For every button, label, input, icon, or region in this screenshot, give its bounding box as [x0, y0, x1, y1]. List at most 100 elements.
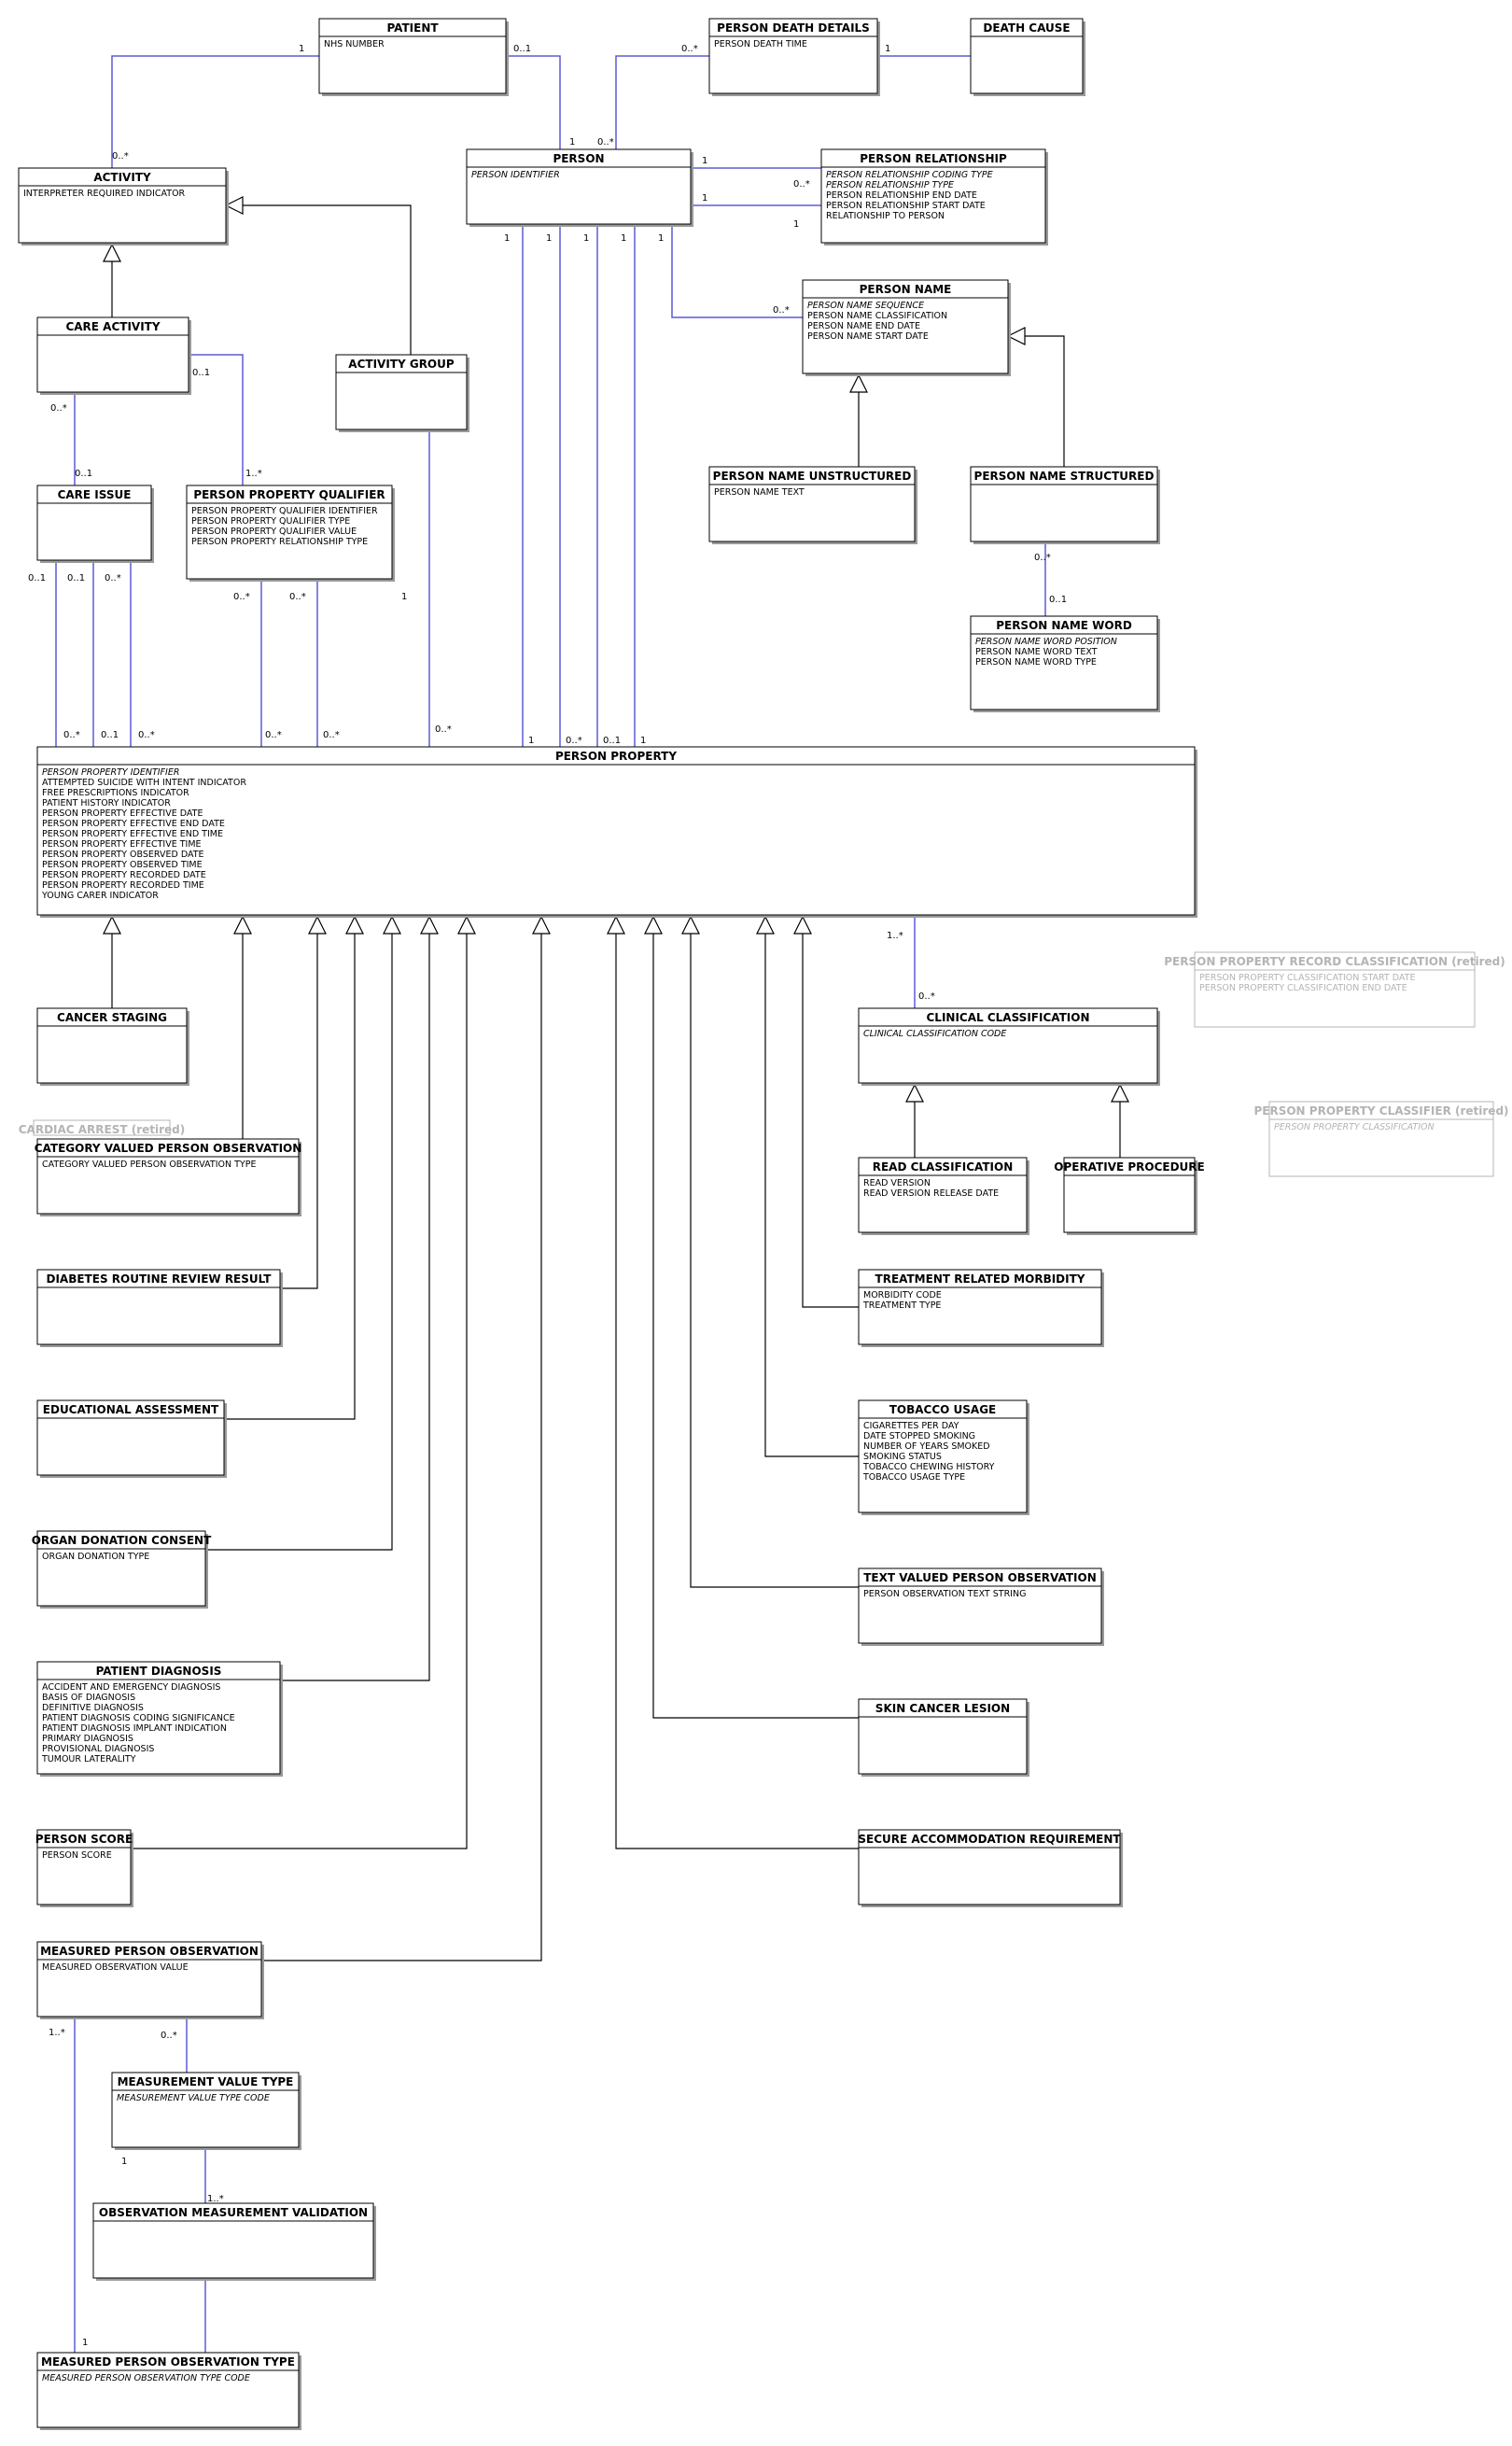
entity-pp-record-classification[interactable]: PERSON PROPERTY RECORD CLASSIFICATION (r… [1164, 951, 1505, 1028]
entity-box [708, 18, 878, 94]
entity-measured-person-observation-type[interactable]: MEASURED PERSON OBSERVATION TYPEMEASURED… [36, 2352, 301, 2430]
entity-secure-accommodation-requirement[interactable]: SECURE ACCOMMODATION REQUIREMENT [858, 1829, 1123, 1907]
multiplicity-label: 0..1 [75, 469, 92, 479]
entity-box [858, 1567, 1102, 1644]
entity-attribute: NHS NUMBER [324, 39, 385, 49]
entity-title: PERSON NAME UNSTRUCTURED [713, 470, 912, 483]
entity-death-cause[interactable]: DEATH CAUSE [970, 18, 1085, 96]
multiplicity-label: 1 [621, 233, 626, 244]
entity-title: CANCER STAGING [57, 1011, 167, 1024]
entity-attribute: TUMOUR LATERALITY [41, 1754, 136, 1764]
entity-box [36, 316, 189, 393]
entity-category-valued-person-observation[interactable]: CATEGORY VALUED PERSON OBSERVATIONCATEGO… [35, 1138, 302, 1216]
entity-title: PATIENT [386, 21, 439, 35]
multiplicity-label: 0..1 [603, 736, 621, 746]
multiplicity-label: 1 [546, 233, 552, 244]
entity-organ-donation-consent[interactable]: ORGAN DONATION CONSENT ORGAN DONATION TYP… [32, 1530, 212, 1609]
entity-educational-assessment[interactable]: EDUCATIONAL ASSESSMENT [36, 1399, 227, 1478]
entity-operative-procedure[interactable]: OPERATIVE PROCEDURE [1054, 1157, 1205, 1235]
entity-attribute: PERSON RELATIONSHIP END DATE [826, 190, 977, 201]
association-line [111, 55, 319, 168]
multiplicity-label: 1 [82, 2338, 88, 2348]
entity-attribute: CLINICAL CLASSIFICATION CODE [863, 1029, 1006, 1039]
entity-attribute: MEASUREMENT VALUE TYPE CODE [117, 2093, 270, 2103]
entity-title: ORGAN DONATION CONSENT [32, 1534, 212, 1547]
entity-cancer-staging[interactable]: CANCER STAGING [36, 1007, 189, 1086]
entity-person-name-structured[interactable]: PERSON NAME STRUCTURED [970, 466, 1160, 544]
multiplicity-label: 0..* [918, 991, 935, 1002]
multiplicity-label: 1 [299, 44, 304, 54]
entity-title: READ CLASSIFICATION [873, 1160, 1014, 1174]
multiplicity-label: 1 [401, 592, 407, 602]
generalization-arrowhead [681, 915, 700, 935]
entity-cardiac-arrest[interactable]: CARDIAC ARREST (retired) [19, 1119, 186, 1136]
entity-box [335, 354, 468, 430]
entity-attribute: BASIS OF DIAGNOSIS [42, 1693, 135, 1703]
entity-attribute: PERSON PROPERTY OBSERVED TIME [42, 860, 203, 870]
generalization-line [280, 917, 318, 1289]
entity-attribute: ORGAN DONATION TYPE [42, 1552, 149, 1562]
entity-care-issue[interactable]: CARE ISSUE [36, 485, 154, 563]
entity-box [318, 18, 507, 94]
entity-attribute: DEFINITIVE DIAGNOSIS [42, 1703, 144, 1713]
multiplicity-label: 1 [583, 233, 589, 244]
entity-attribute: PERSON SCORE [42, 1850, 112, 1861]
entity-pp-classifier[interactable]: PERSON PROPERTY CLASSIFIER (retired)PERS… [1253, 1101, 1509, 1177]
entity-title: PERSON PROPERTY [555, 750, 677, 763]
entity-attribute: PERSON NAME START DATE [807, 331, 929, 342]
entity-box [1194, 951, 1476, 1028]
multiplicity-label: 1 [658, 233, 664, 244]
multiplicity-label: 1 [528, 736, 534, 746]
entity-attribute: MEASURED PERSON OBSERVATION TYPE CODE [42, 2373, 250, 2383]
multiplicity-label: 0..1 [101, 730, 119, 740]
entity-attribute: ACCIDENT AND EMERGENCY DIAGNOSIS [42, 1682, 220, 1693]
entity-title: DEATH CAUSE [983, 21, 1070, 35]
entity-attribute: PERSON PROPERTY EFFECTIVE END DATE [42, 819, 225, 829]
entity-box [466, 148, 692, 225]
entity-box [858, 1157, 1028, 1233]
entity-title: CARDIAC ARREST (retired) [19, 1123, 186, 1136]
entity-attribute: PERSON PROPERTY OBSERVED DATE [42, 850, 204, 860]
entity-attribute: CATEGORY VALUED PERSON OBSERVATION TYPE [42, 1160, 256, 1170]
multiplicity-label: 0..* [105, 573, 121, 583]
entity-attribute: PERSON PROPERTY EFFECTIVE DATE [42, 808, 203, 819]
multiplicity-label: 0..1 [513, 44, 531, 54]
generalization-arrowhead [607, 915, 625, 935]
entity-title: PERSON PROPERTY RECORD CLASSIFICATION (r… [1164, 955, 1505, 968]
generalization-line [1025, 335, 1065, 467]
generalization-line [615, 917, 859, 1849]
entity-care-activity[interactable]: CARE ACTIVITY [36, 316, 191, 395]
entity-attribute: PERSON NAME WORD POSITION [975, 637, 1117, 647]
entity-diabetes-routine-review-result[interactable]: DIABETES ROUTINE REVIEW RESULT [36, 1269, 283, 1347]
entity-activity-group[interactable]: ACTIVITY GROUP [335, 354, 469, 432]
generalization-arrowhead [532, 915, 551, 935]
multiplicity-label: 0..* [793, 179, 810, 190]
generalization-arrowhead [793, 915, 812, 935]
multiplicity-label: 1 [702, 193, 707, 204]
generalization-arrowhead [420, 915, 439, 935]
entity-box [186, 485, 393, 580]
multiplicity-label: 1 [504, 233, 510, 244]
entity-skin-cancer-lesion[interactable]: SKIN CANCER LESION [858, 1698, 1029, 1777]
entity-observation-measurement-validation[interactable]: OBSERVATION MEASUREMENT VALIDATION [92, 2202, 376, 2281]
entity-attribute: DATE STOPPED SMOKING [863, 1431, 975, 1441]
